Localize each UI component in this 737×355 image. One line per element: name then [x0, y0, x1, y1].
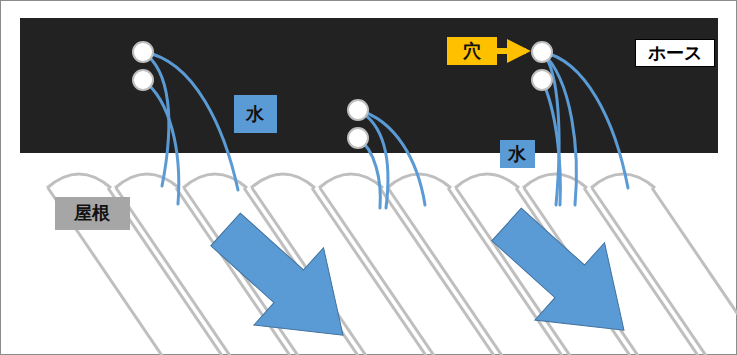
water-label: 水 [500, 140, 535, 168]
roof-tile-edge [116, 188, 240, 355]
roof-tile-top [319, 174, 383, 188]
roof-tiles [47, 174, 737, 355]
water-stream [358, 138, 380, 208]
pointer-arrow [496, 48, 526, 54]
label-text: 屋根 [74, 203, 110, 223]
water-stream [358, 110, 425, 205]
hole-circle [532, 70, 552, 90]
roof-tile-top [47, 174, 111, 188]
water-stream [143, 80, 179, 204]
flow-arrow [472, 186, 659, 355]
roof-tile-top [591, 174, 655, 188]
flow-arrows [191, 186, 659, 355]
label-text: 穴 [463, 41, 481, 61]
water-label: 水 [234, 95, 277, 133]
label-text: ホース [648, 43, 702, 63]
water-stream [143, 52, 238, 190]
roof-tile-top [251, 174, 315, 188]
label-text: 水 [508, 144, 526, 164]
roof-tile-edge [388, 188, 512, 355]
hole-circle [133, 42, 153, 62]
roof-tile-top [115, 174, 179, 188]
roof-label: 屋根 [55, 197, 130, 230]
hole-circle [348, 128, 368, 148]
hole-circle [532, 42, 552, 62]
hose-label: ホース [635, 39, 715, 67]
flow-arrow [191, 191, 378, 355]
roof-tile-edge [652, 188, 737, 355]
hole-label: 穴 [447, 37, 497, 65]
roof-tile-edge [48, 188, 172, 355]
water-streams [143, 52, 628, 208]
hole-circle [133, 70, 153, 90]
water-stream [542, 80, 560, 205]
roof-tile-top [455, 174, 519, 188]
label-text: 水 [246, 104, 264, 124]
hole-circle [348, 100, 368, 120]
